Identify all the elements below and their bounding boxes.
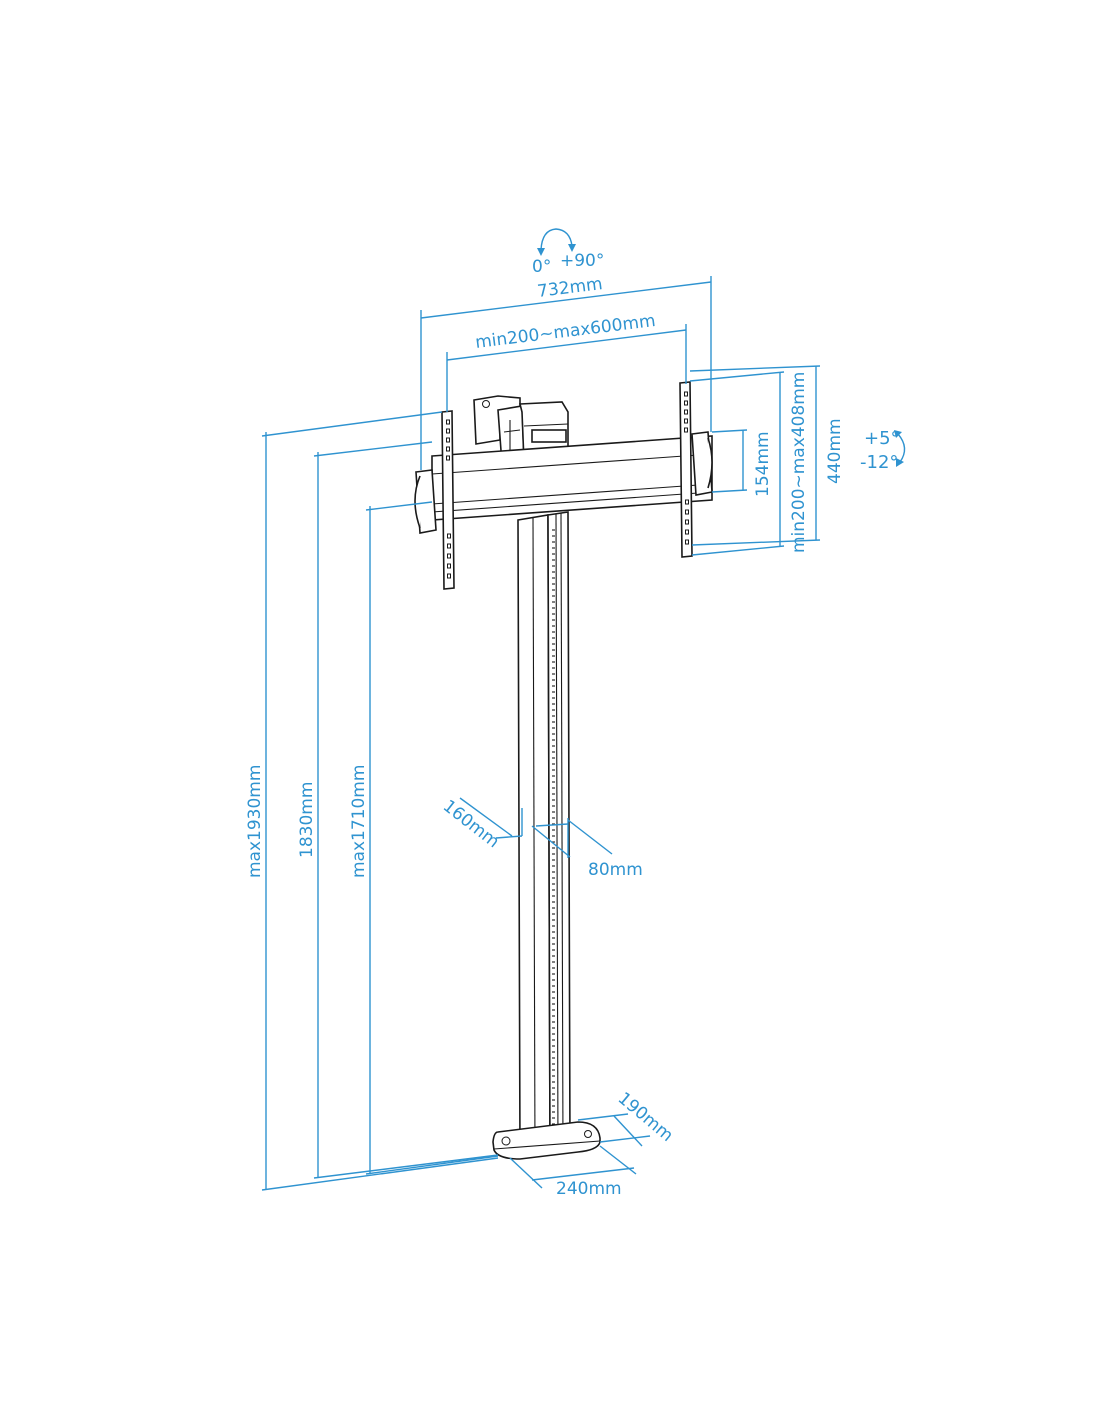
tilt-up-label: +5° xyxy=(864,428,900,449)
mounting-hole xyxy=(685,499,689,505)
mounting-hole xyxy=(446,446,450,452)
vesa-horizontal-dim xyxy=(446,324,687,412)
mounting-hole xyxy=(684,391,688,397)
floor-stand-drawing xyxy=(414,381,713,1160)
mid-height-label: 1830mm xyxy=(297,782,317,858)
column xyxy=(517,511,571,1157)
min-height-label: max1710mm xyxy=(349,765,369,878)
base-width-label: 240mm xyxy=(556,1179,622,1199)
mounting-hole xyxy=(447,543,451,549)
mounting-hole xyxy=(684,418,688,424)
mounting-hole xyxy=(685,529,689,535)
mounting-hole xyxy=(446,428,450,434)
mounting-hole xyxy=(684,427,688,433)
mounting-hole xyxy=(447,573,451,579)
mounting-hole xyxy=(447,533,451,539)
height-dims xyxy=(261,411,499,1191)
tilt-down-label: -12° xyxy=(860,452,898,473)
rotation-icon xyxy=(537,228,576,256)
mounting-hole xyxy=(685,539,689,545)
mounting-hole xyxy=(446,419,450,425)
vesa-vertical-label: min200~max408mm xyxy=(789,372,809,553)
right-vesa-arm xyxy=(679,381,713,558)
tilt-icon xyxy=(894,430,906,467)
column-width-label: 80mm xyxy=(588,860,643,880)
mounting-hole xyxy=(447,563,451,569)
left-vesa-arm xyxy=(414,410,455,590)
overall-width-label: 732mm xyxy=(536,274,604,302)
max-height-label: max1930mm xyxy=(245,765,265,878)
mounting-hole xyxy=(685,519,689,525)
rail-height-label: 154mm xyxy=(753,431,773,497)
dimension-lines: 0° +90° 732mm min200~max600mm xyxy=(245,228,906,1199)
mounting-hole xyxy=(446,455,450,461)
base-plate xyxy=(492,1121,601,1160)
rotation-start-label: 0° xyxy=(532,257,551,277)
bracket-height-label: 440mm xyxy=(825,418,845,484)
mounting-hole xyxy=(685,509,689,515)
mounting-hole xyxy=(447,553,451,559)
column-section-dims xyxy=(459,797,613,858)
right-vertical-dims xyxy=(689,365,821,556)
rotation-end-label: +90° xyxy=(560,251,604,271)
base-depth-label: 190mm xyxy=(614,1089,677,1146)
vesa-horizontal-label: min200~max600mm xyxy=(474,311,656,353)
column-depth-label: 160mm xyxy=(439,796,503,852)
mounting-hole xyxy=(446,437,450,443)
base-dims xyxy=(509,1113,651,1189)
horizontal-rail xyxy=(431,435,713,521)
mounting-hole xyxy=(684,409,688,415)
mounting-hole xyxy=(684,400,688,406)
